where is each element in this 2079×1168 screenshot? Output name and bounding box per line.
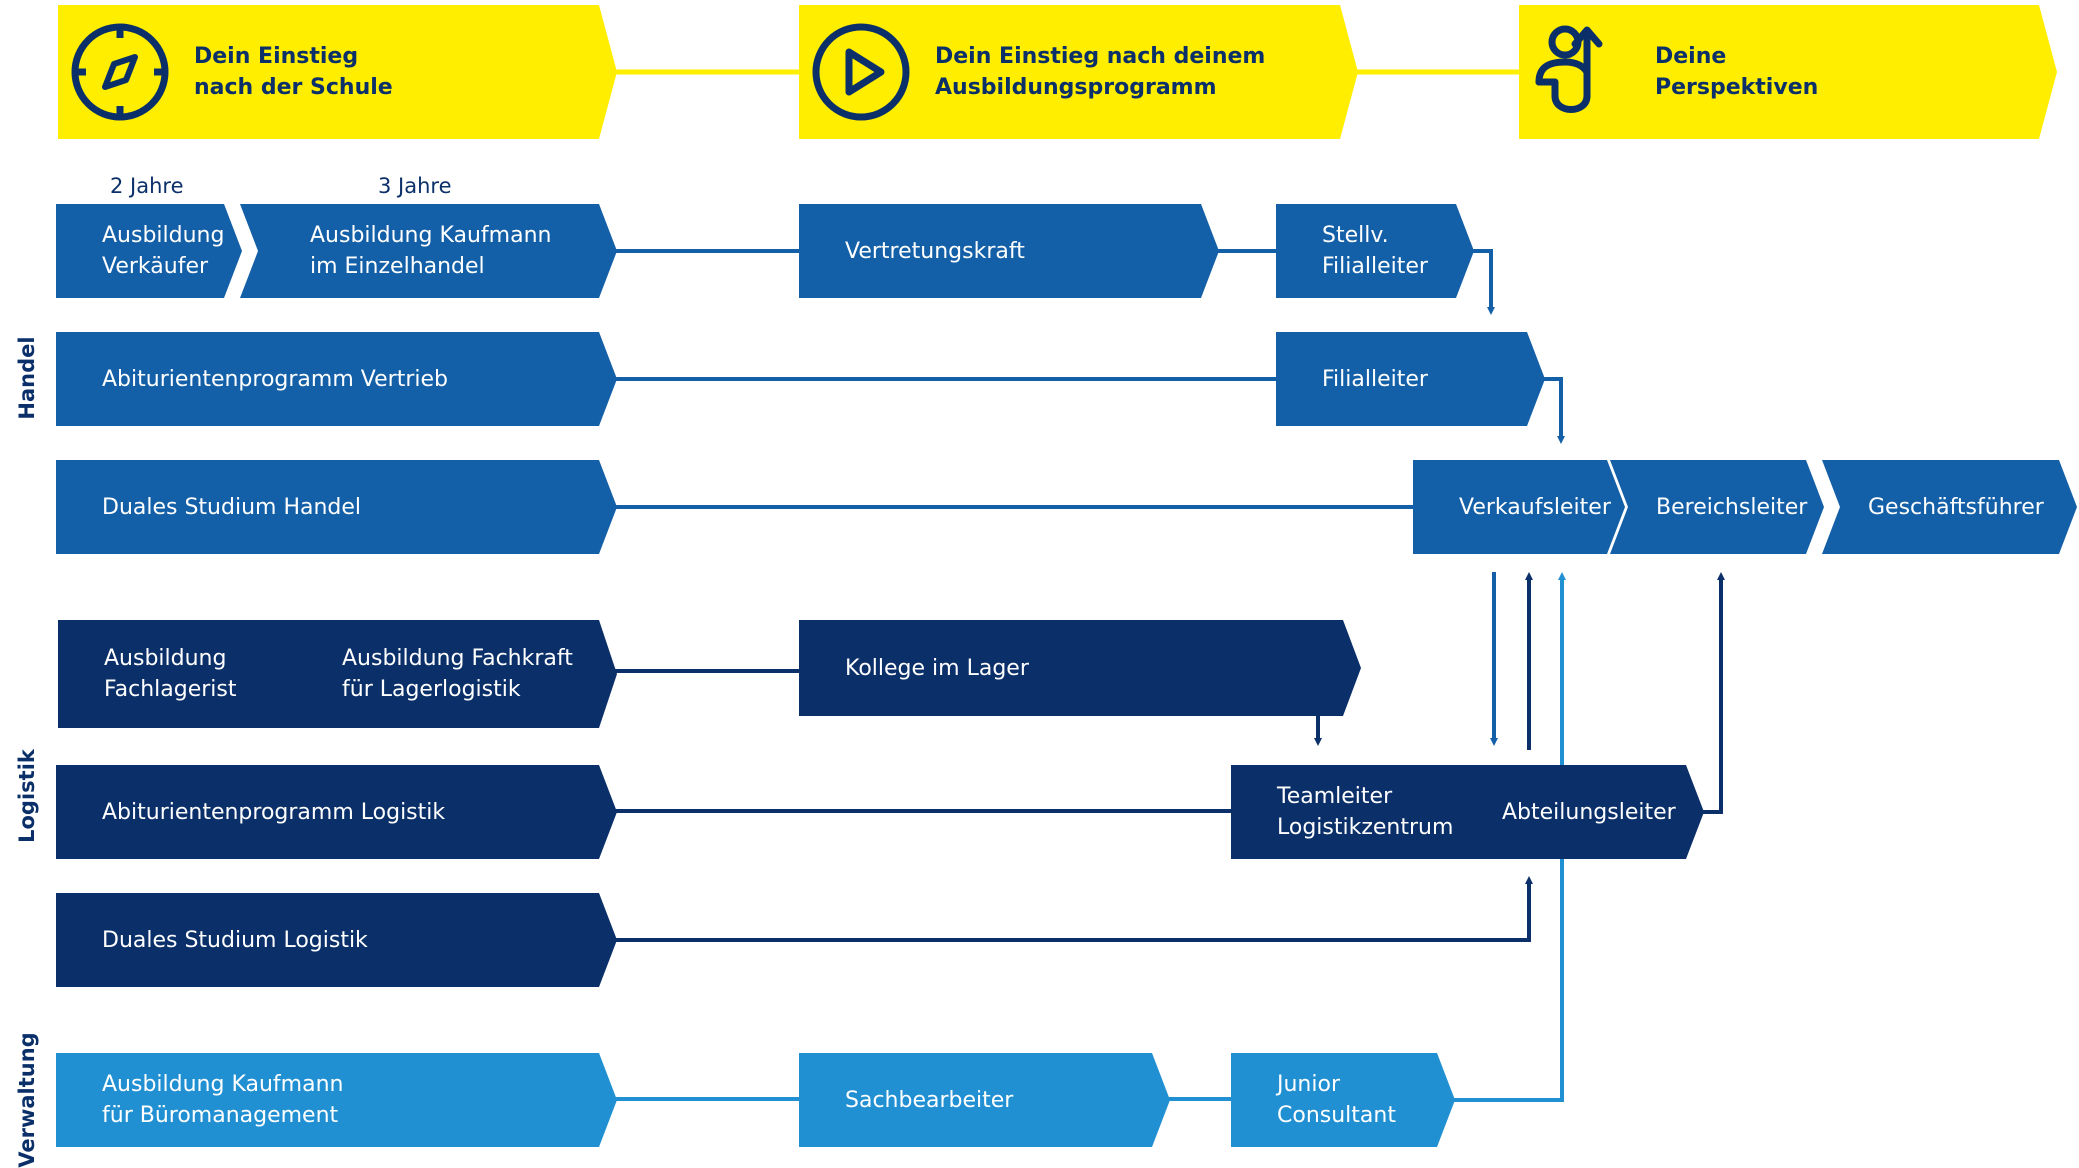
box-bereichsleiter-label: Bereichsleiter [1656, 494, 1808, 520]
box-vertretungskraft-label: Vertretungskraft [845, 238, 1025, 264]
box-junior-consultant-label: Junior Consultant [1277, 1072, 1396, 1128]
box-teamleiter-logistikzentrum: Teamleiter Logistikzentrum [1231, 765, 1483, 859]
box-filialleiter-label: Filialleiter [1322, 366, 1428, 392]
box-vertretungskraft: Vertretungskraft [799, 204, 1219, 298]
box-junior-consultant: Junior Consultant [1231, 1053, 1455, 1147]
box-duales-studium-handel: Duales Studium Handel [56, 460, 617, 554]
box-stellv-filialleiter: Stellv. Filialleiter [1276, 204, 1474, 298]
box-stellv-filialleiter-label: Stellv. Filialleiter [1322, 223, 1428, 279]
box-ausbildung-kaufmann-einzelhandel: Ausbildung Kaufmann im Einzelhandel [240, 204, 617, 298]
box-abteilungsleiter: Abteilungsleiter [1464, 765, 1704, 859]
compass-icon [71, 23, 169, 121]
box-geschaeftsfuehrer-label: Geschäftsführer [1868, 494, 2044, 520]
box-kollege-im-lager-label: Kollege im Lager [845, 655, 1029, 681]
box-sachbearbeiter: Sachbearbeiter [799, 1053, 1170, 1147]
header-step-program: Dein Einstieg nach deinem Ausbildungspro… [799, 5, 1358, 139]
section-label-handel: Handel [15, 336, 39, 420]
box-kollege-im-lager: Kollege im Lager [799, 620, 1361, 716]
box-abiturientenprogramm-vertrieb: Abiturientenprogramm Vertrieb [56, 332, 617, 426]
box-verkaufsleiter: Verkaufsleiter [1413, 460, 1625, 554]
box-duales-studium-logistik: Duales Studium Logistik [56, 893, 617, 987]
header-step-school-label: Dein Einstieg nach der Schule [194, 44, 393, 100]
box-teamleiter-logistikzentrum-label: Teamleiter Logistikzentrum [1277, 784, 1454, 840]
header-step-perspectives-label: Deine Perspektiven [1655, 44, 1819, 100]
section-label-logistik: Logistik [15, 749, 39, 843]
person-arrow-up-icon [1535, 25, 1603, 113]
box-duales-studium-logistik-label: Duales Studium Logistik [102, 927, 368, 953]
box-sachbearbeiter-label: Sachbearbeiter [845, 1087, 1014, 1113]
box-ausbildung-verkaeufer: Ausbildung Verkäufer [56, 204, 242, 298]
box-abteilungsleiter-label: Abteilungsleiter [1502, 799, 1676, 825]
box-duales-studium-handel-label: Duales Studium Handel [102, 494, 362, 520]
box-ausbildung-fachlagerist-label: Ausbildung Fachlagerist [104, 646, 237, 702]
box-abiturientenprogramm-logistik: Abiturientenprogramm Logistik [56, 765, 617, 859]
box-ausbildung-verkaeufer-label: Ausbildung Verkäufer [102, 223, 225, 279]
connector-junior-consultant-verkaufsleiter [1451, 572, 1566, 1102]
box-ausbildung-fachlagerist: Ausbildung Fachlagerist [58, 620, 261, 728]
box-ausbildung-kaufmann-bueromanagement-label: Ausbildung Kaufmann für Büromanagement [102, 1072, 344, 1128]
header-step-program-label: Dein Einstieg nach deinem Ausbildungspro… [935, 44, 1266, 100]
play-icon [812, 23, 910, 121]
duration-three-years: 3 Jahre [378, 174, 452, 198]
box-abiturientenprogramm-logistik-label: Abiturientenprogramm Logistik [102, 799, 446, 825]
box-bereichsleiter: Bereichsleiter [1610, 460, 1824, 554]
box-filialleiter: Filialleiter [1276, 332, 1545, 426]
connector-filialleiter-verkaufsleiter [1538, 377, 1565, 444]
box-ausbildung-fachkraft-lagerlogistik: Ausbildung Fachkraft für Lagerlogistik [239, 620, 617, 728]
connector-stellv-filialleiter [1468, 249, 1495, 315]
connector-abteilungsleiter-bereichsleiter [1700, 572, 1725, 814]
box-geschaeftsfuehrer: Geschäftsführer [1822, 460, 2077, 554]
connector-studium-logistik-abteilungsleiter [610, 876, 1533, 942]
box-verkaufsleiter-label: Verkaufsleiter [1459, 494, 1611, 520]
section-label-verwaltung: Verwaltung [15, 1032, 39, 1168]
box-ausbildung-kaufmann-bueromanagement: Ausbildung Kaufmann für Büromanagement [56, 1053, 617, 1147]
box-ausbildung-fachkraft-lagerlogistik-label: Ausbildung Fachkraft für Lagerlogistik [342, 646, 573, 702]
box-ausbildung-kaufmann-einzelhandel-label: Ausbildung Kaufmann im Einzelhandel [310, 223, 552, 279]
duration-two-years: 2 Jahre [110, 174, 184, 198]
header-step-perspectives: Deine Perspektiven [1519, 5, 2057, 139]
box-abiturientenprogramm-vertrieb-label: Abiturientenprogramm Vertrieb [102, 366, 448, 392]
header-step-school: Dein Einstieg nach der Schule [58, 5, 617, 139]
